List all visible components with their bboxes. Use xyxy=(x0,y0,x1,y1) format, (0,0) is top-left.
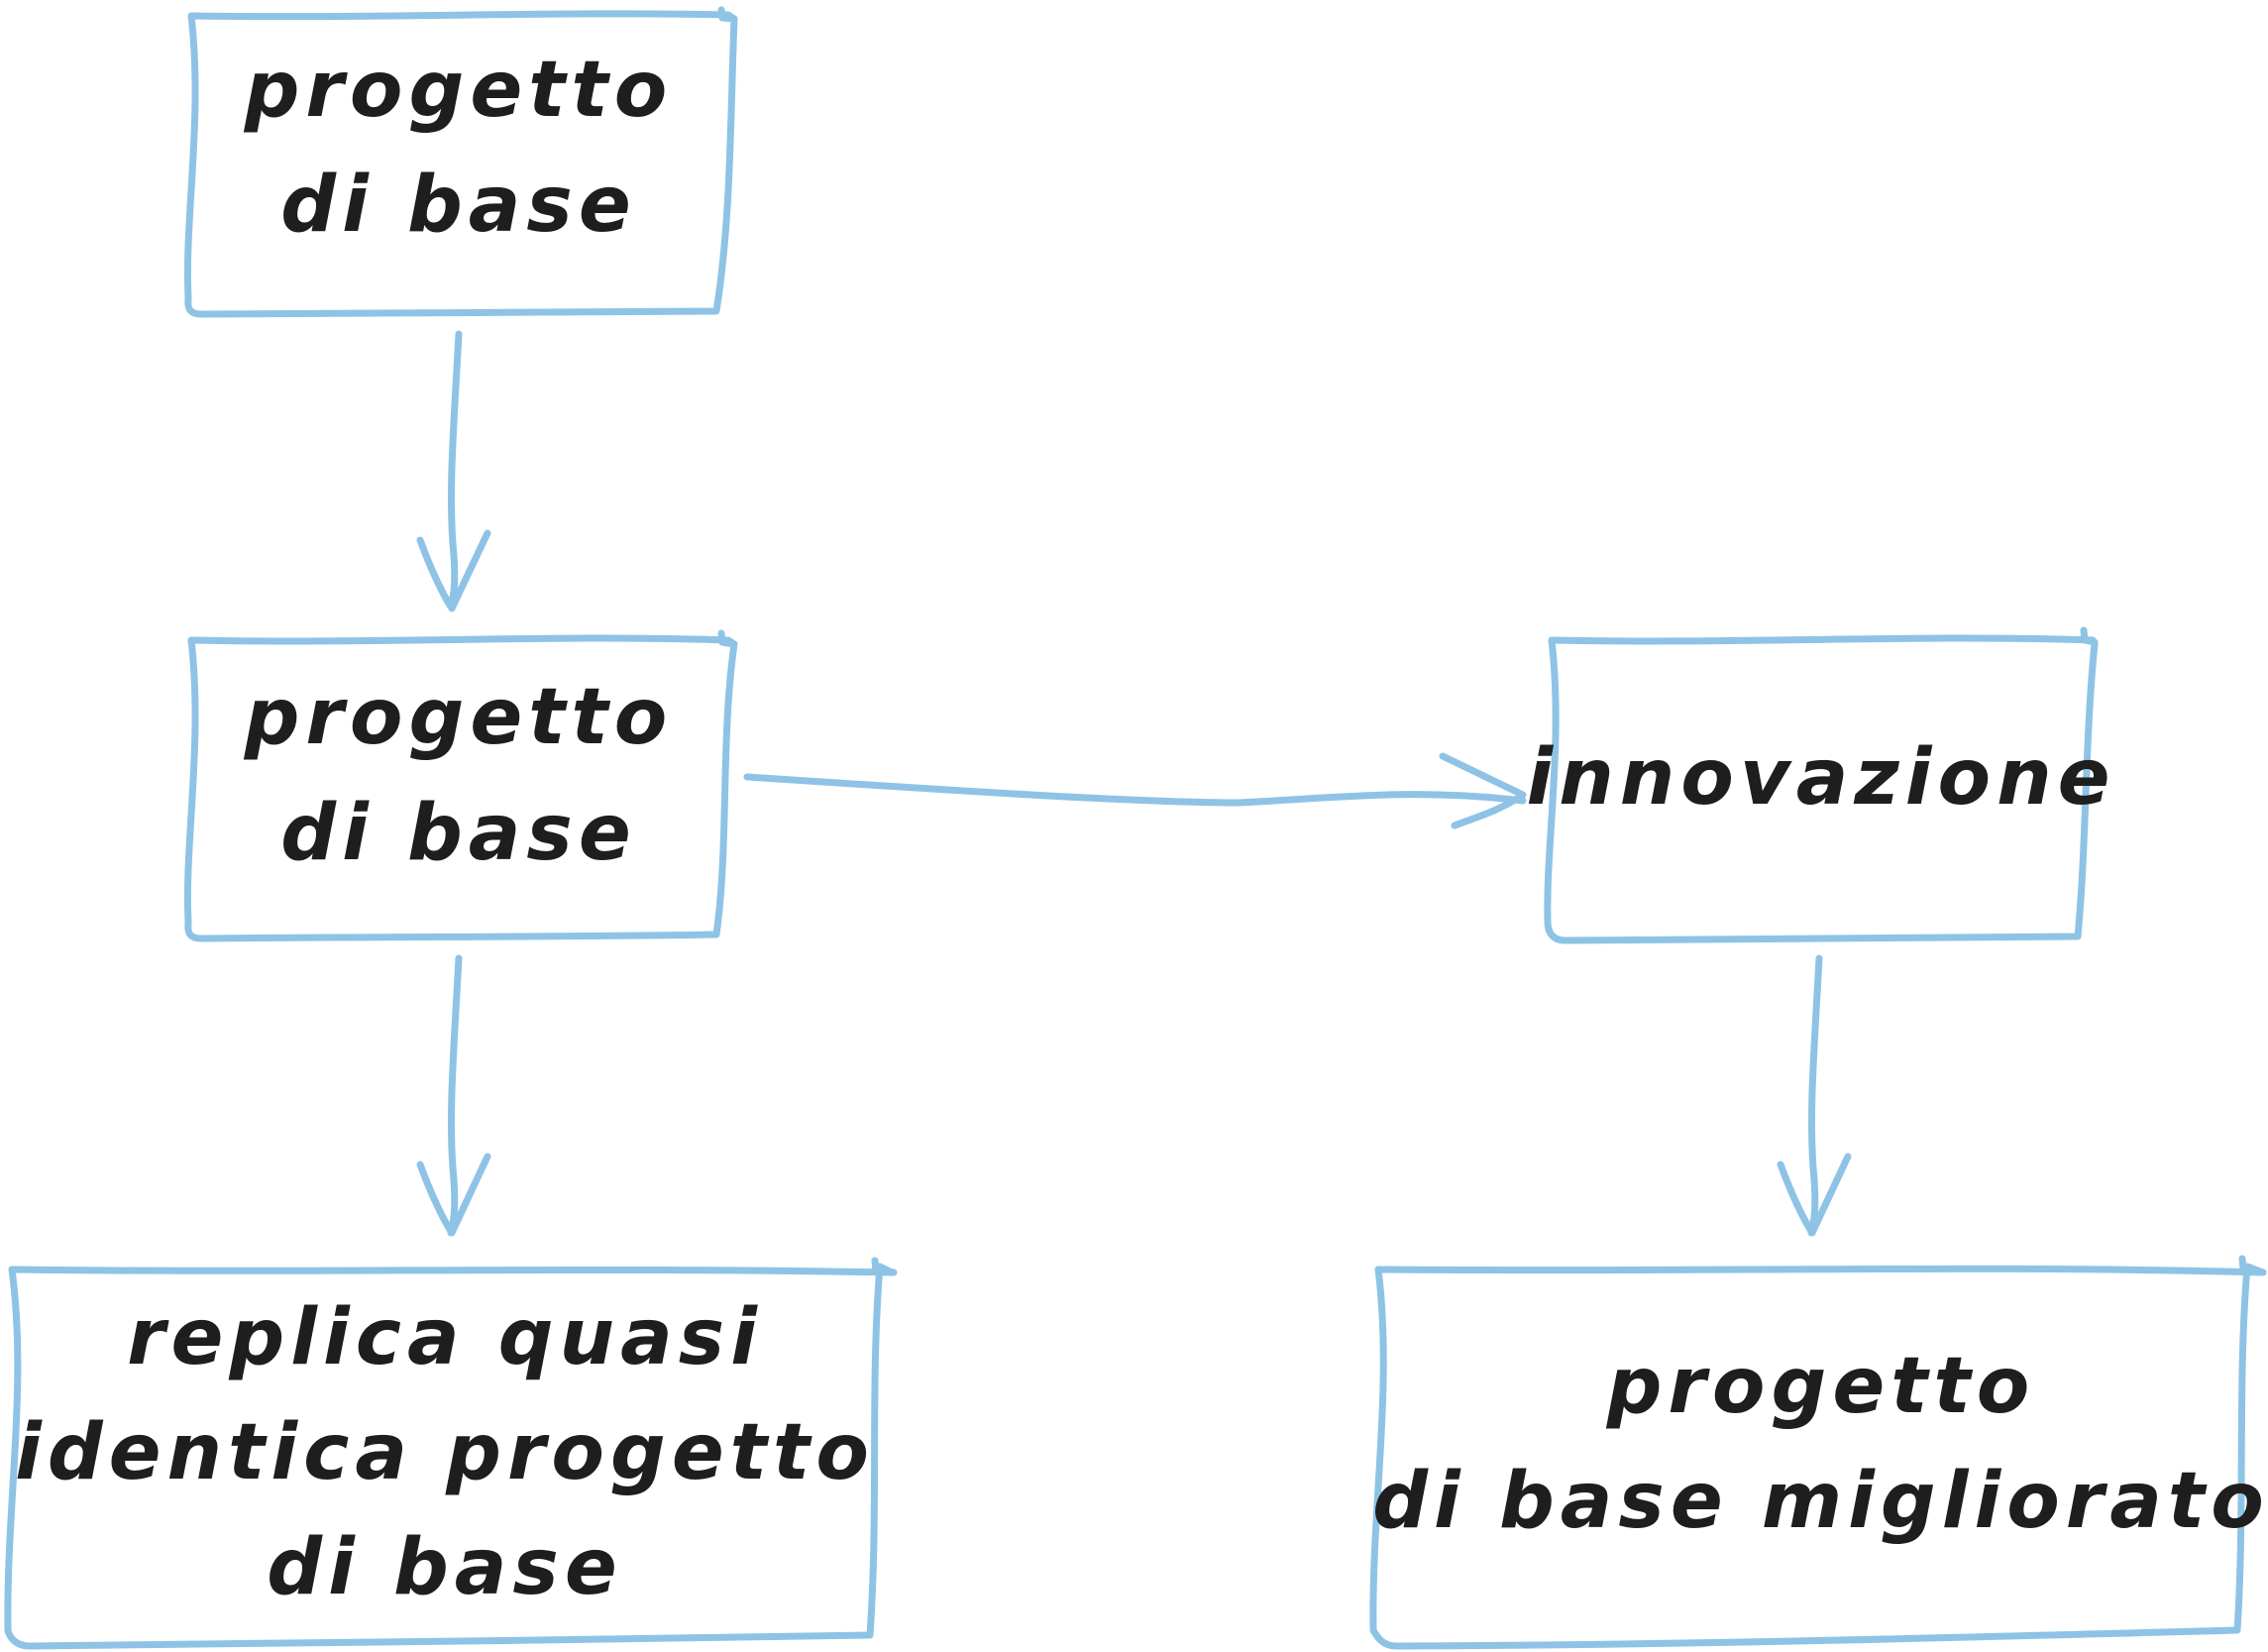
node-label-line2: identica progetto xyxy=(15,1408,875,1497)
node-base-project-middle: progetto di base xyxy=(183,629,738,942)
node-label-line1: progetto xyxy=(1606,1342,2036,1431)
arrow-head-icon xyxy=(1439,752,1527,829)
node-box-corner xyxy=(717,6,738,23)
node-base-project-top: progetto di base xyxy=(183,6,738,318)
node-replica: replica quasi identica progetto di base xyxy=(4,1257,898,1650)
node-label-line1: replica quasi xyxy=(127,1293,763,1382)
edge-base-to-base xyxy=(416,330,491,612)
node-label-line2: di base xyxy=(280,161,637,250)
node-box xyxy=(4,1263,896,1650)
node-label-line1: progetto xyxy=(244,673,674,762)
node-box-corner xyxy=(2238,1255,2267,1276)
edge-base-to-innovation xyxy=(743,752,1527,829)
node-improved-project: progetto di base migliorato xyxy=(1369,1255,2268,1650)
node-box-corner xyxy=(717,629,738,648)
node-label-line2: di base xyxy=(280,789,637,878)
arrow-head-icon xyxy=(416,1153,491,1237)
arrow-head-icon xyxy=(416,529,491,612)
node-label-line2: di base migliorato xyxy=(1372,1457,2268,1546)
arrow-shaft xyxy=(447,954,463,1237)
arrow-head-icon xyxy=(1777,1153,1852,1237)
node-box-corner xyxy=(2080,626,2099,646)
node-label-line1: progetto xyxy=(244,46,674,135)
edge-innovation-to-improved xyxy=(1777,954,1852,1237)
node-box xyxy=(1544,634,2099,944)
node-box xyxy=(183,10,738,318)
node-innovation: innovazione xyxy=(1526,626,2115,944)
arrow-shaft xyxy=(1807,954,1823,1237)
node-label-line1: innovazione xyxy=(1526,733,2115,823)
arrow-shaft xyxy=(743,773,1527,807)
node-box xyxy=(1369,1263,2267,1650)
node-label-line3: di base xyxy=(267,1523,623,1612)
node-box-corner xyxy=(871,1257,898,1276)
arrow-shaft xyxy=(447,330,463,610)
edge-base-to-replica xyxy=(416,954,491,1237)
node-box xyxy=(183,634,738,942)
